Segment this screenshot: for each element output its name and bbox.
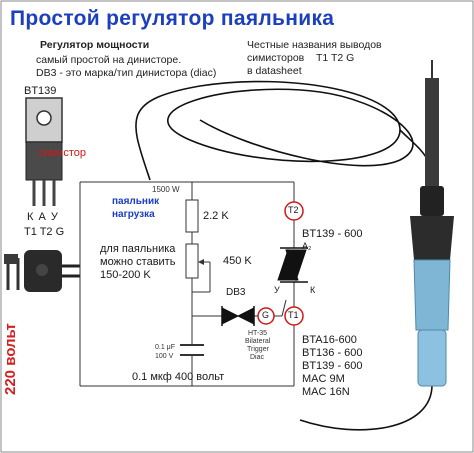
pot-label: 450 K: [223, 255, 252, 267]
voltage-220: 220 вольт: [2, 323, 19, 395]
ht35-4: Diac: [250, 354, 265, 361]
note-pins-2: симисторов: [247, 52, 305, 64]
pin-t2: T2: [288, 205, 299, 215]
part-bt139: BT139: [24, 85, 57, 97]
triac-label: BT139 - 600: [302, 228, 363, 240]
triac-package: [25, 97, 63, 206]
subtitle-power: Регулятор мощности: [40, 39, 150, 51]
note-pins-4: в datasheet: [247, 65, 302, 77]
triac-y: У: [274, 285, 280, 295]
triac-a: A₂: [302, 241, 312, 251]
pin-t1-circle: [284, 306, 304, 326]
note-dinistor-2: DB3 - это марка/тип динистора (diac): [36, 67, 217, 79]
alt-part-4: MAC 9M: [302, 373, 345, 385]
alt-part-5: MAC 16N: [302, 386, 350, 398]
alt-part-1: BTA16-600: [302, 334, 357, 346]
note-set-1: для паяльника: [100, 243, 176, 255]
resistor-2k2: [185, 199, 199, 233]
pins-t1t2g: T1 T2 G: [24, 226, 65, 238]
diac-db3: [221, 306, 255, 326]
pin-g-circle: [257, 307, 275, 325]
capacitor: [180, 344, 204, 356]
circuit-wiring: [79, 181, 295, 387]
simistor-label: симистор: [38, 147, 87, 159]
alt-part-3: BT139 - 600: [302, 360, 363, 372]
pin-t2-circle: [284, 201, 304, 221]
pin-t1: T1: [288, 310, 299, 320]
note-dinistor-1: самый простой на динисторе.: [36, 54, 182, 66]
ht35-2: Bilateral: [245, 338, 271, 345]
power-1500w: 1500 W: [152, 185, 180, 194]
triac-k: К: [310, 285, 316, 295]
cap-label: 0.1 мкф 400 вольт: [132, 371, 225, 383]
note-set-2: можно ставить: [100, 256, 176, 268]
ht35-3: Trigger: [247, 346, 269, 353]
db3-label: DB3: [226, 287, 246, 298]
load-label-1: паяльник: [112, 196, 160, 207]
soldering-iron: [410, 60, 454, 387]
potentiometer-450k: [185, 243, 210, 279]
note-pins-3: T1 T2 G: [316, 52, 355, 64]
load-label-2: нагрузка: [112, 209, 155, 220]
page-title: Простой регулятор паяльника: [10, 7, 335, 30]
note-set-3: 150-200 K: [100, 269, 151, 281]
cap-small-1: 0.1 μF: [155, 344, 175, 351]
mains-plug: [4, 250, 80, 292]
triac-symbol: [277, 247, 308, 283]
pin-g: G: [262, 310, 270, 320]
resistor-label: 2.2 K: [203, 210, 229, 222]
cap-small-2: 100 V: [155, 353, 174, 360]
ht35-1: HT-35: [248, 330, 268, 337]
note-pins-1: Честные названия выводов: [247, 39, 382, 51]
alt-part-2: BT136 - 600: [302, 347, 363, 359]
pins-kau: К А У: [27, 211, 59, 223]
